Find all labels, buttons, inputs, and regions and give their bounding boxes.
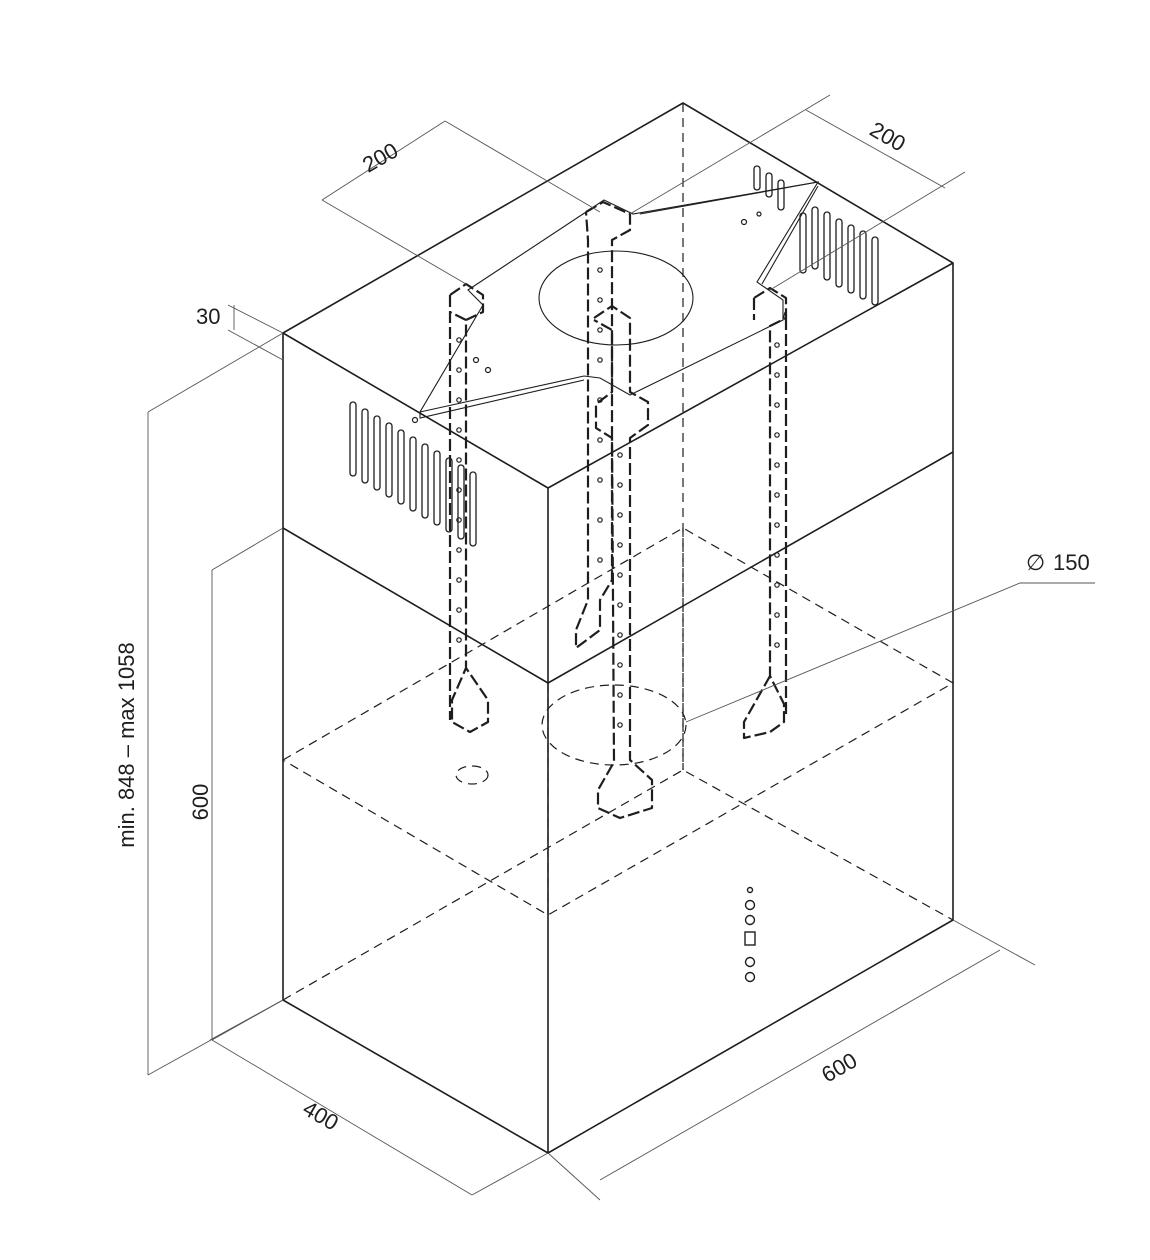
bracket-right: [742, 286, 788, 740]
dim-hood-width: 600: [817, 1047, 861, 1087]
bracket-rear: [574, 200, 632, 650]
control-knob: [744, 899, 756, 911]
vent-slots-right: [753, 165, 879, 306]
control-knob: [744, 914, 756, 926]
support-brackets: [448, 200, 788, 820]
dim-hood-height: 600: [188, 784, 213, 821]
control-knob: [744, 971, 756, 983]
dim-top-left-offset: 200: [358, 137, 402, 177]
dim-upper-gap: 30: [196, 304, 220, 329]
hood-hidden-edges: [281, 527, 955, 1001]
dimension-lines: [147, 94, 1095, 1201]
control-knob: [744, 956, 756, 968]
bracket-holes: [456, 267, 780, 728]
plate-duct-opening: [538, 250, 694, 346]
chimney-cover: [282, 102, 954, 770]
diameter-symbol-icon: ∅: [1026, 550, 1045, 575]
vent-slots-left: [349, 401, 477, 547]
display-icon: [744, 931, 756, 946]
hood-body: [281, 451, 955, 1154]
dim-duct-diameter: 150: [1053, 550, 1090, 575]
dim-hood-depth: 400: [299, 1095, 343, 1135]
control-panel: [744, 886, 756, 983]
chimney-outline: [282, 102, 954, 652]
duct-outlet-circle: [541, 684, 687, 766]
indicator-light-icon: [746, 886, 754, 894]
hood-outline: [282, 452, 954, 1154]
bracket-left: [448, 282, 490, 734]
ceiling-mounting-plate: [411, 181, 820, 424]
dim-total-height: min. 848 – max 1058: [114, 642, 139, 847]
light-cutout: [455, 765, 489, 785]
dim-top-right-offset: 200: [866, 116, 910, 156]
plate-outline: [418, 181, 820, 413]
bracket-front: [593, 304, 654, 820]
